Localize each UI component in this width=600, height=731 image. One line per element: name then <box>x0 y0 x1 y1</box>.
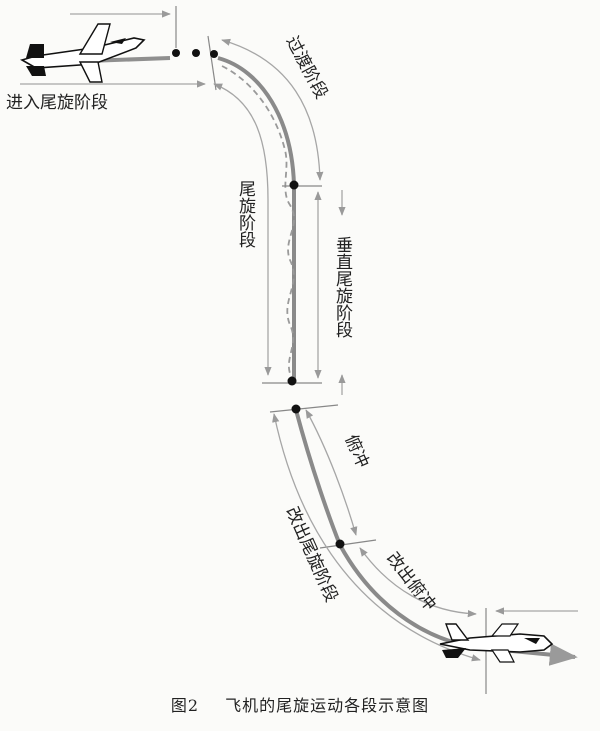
label-transition-phase: 过渡阶段 <box>282 33 332 102</box>
airplane-icon <box>439 623 554 663</box>
figure-caption: 图2 飞机的尾旋运动各段示意图 <box>0 692 600 716</box>
label-entry-phase: 进入尾旋阶段 <box>6 93 108 113</box>
spin-helix-trace <box>221 65 295 379</box>
figure-title: 飞机的尾旋运动各段示意图 <box>225 696 430 715</box>
label-dive-phase: 俯冲 <box>340 432 372 471</box>
figure-number: 图2 <box>170 696 200 715</box>
phase-arrows <box>20 10 578 662</box>
label-vertical-spin-phase: 垂直尾旋阶段 <box>332 236 353 338</box>
airplane-icon <box>19 23 146 83</box>
event-points <box>172 49 345 549</box>
label-spin-phase: 尾旋阶段 <box>235 180 256 248</box>
